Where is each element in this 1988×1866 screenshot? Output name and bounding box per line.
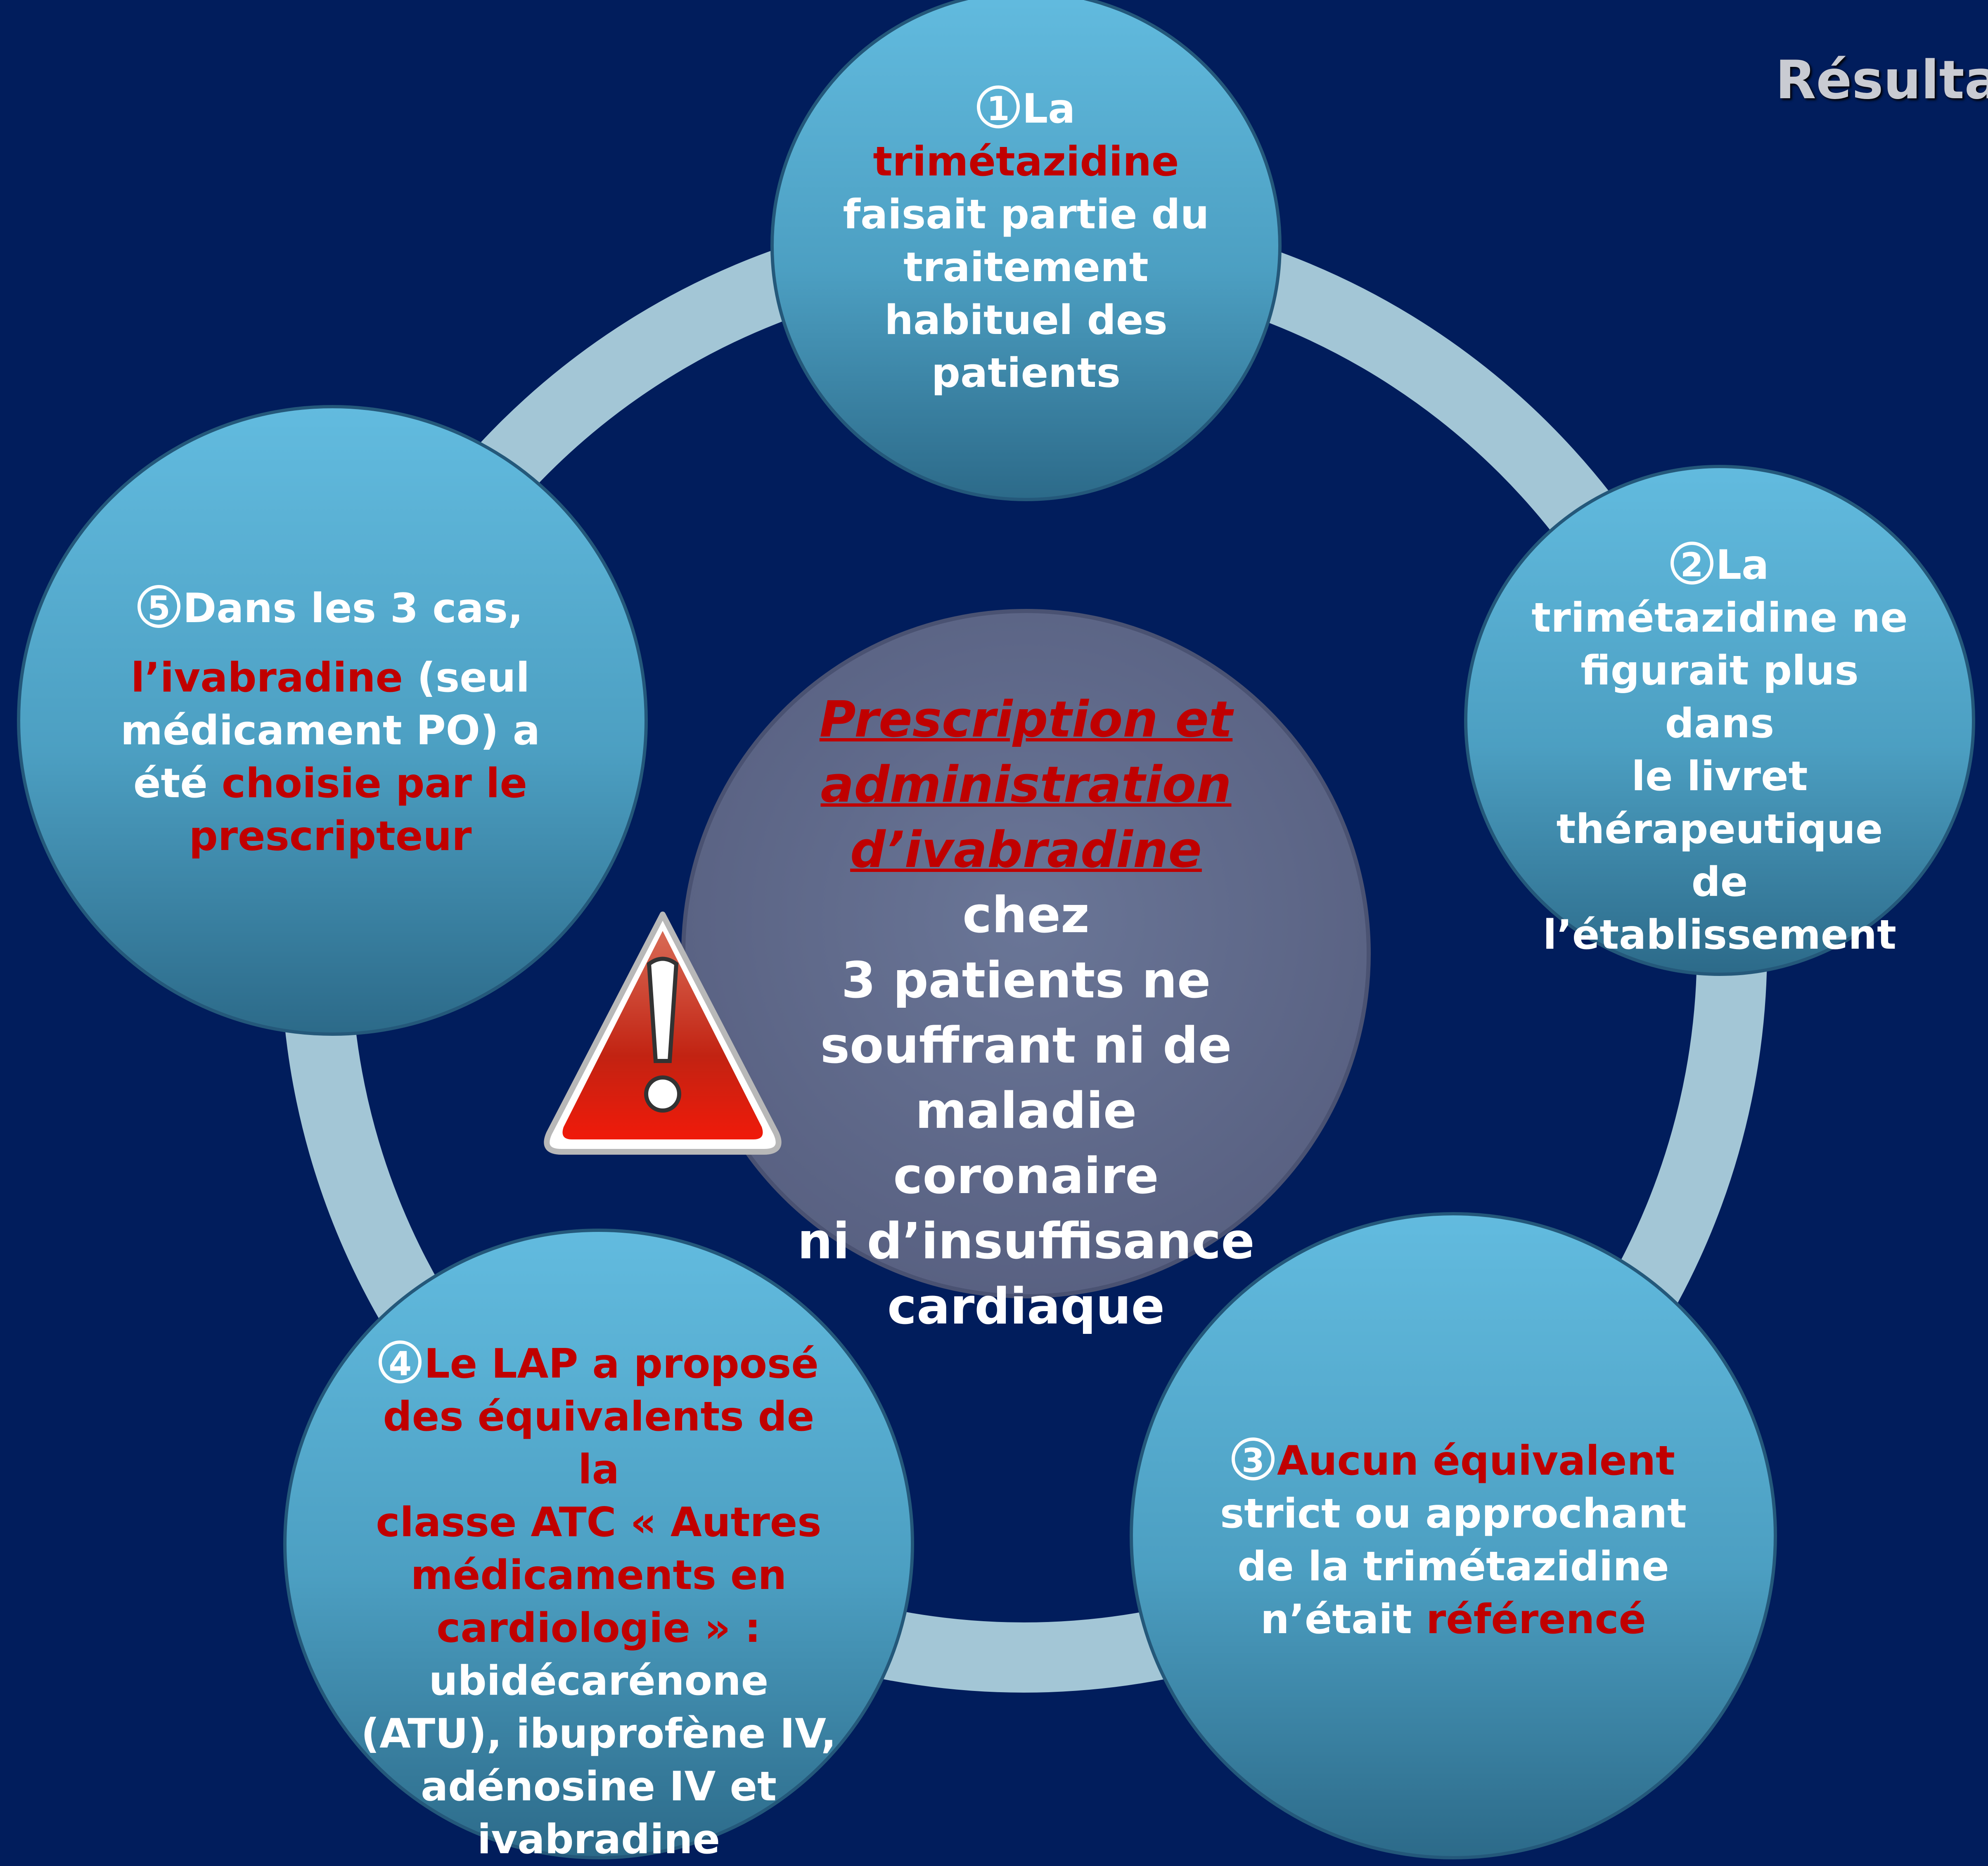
- node-4-line: ivabradine: [477, 1816, 720, 1863]
- step-number-badge: 3: [1231, 1437, 1275, 1480]
- node-1-line: habituel des: [884, 297, 1168, 344]
- node-5-line: médicament PO) a: [120, 707, 540, 754]
- center-line: souffrant ni de: [820, 1017, 1232, 1075]
- node-2-line: trimétazidine ne: [1531, 594, 1908, 642]
- center-line: cardiaque: [887, 1278, 1165, 1336]
- node-1-line: La: [1022, 85, 1076, 133]
- node-5-line: Dans les 3 cas,: [182, 585, 524, 632]
- node-4-red-line: classe ATC « Autres: [376, 1499, 822, 1546]
- step-number-badge: 1: [976, 85, 1020, 128]
- center-line: ni d’insuffisance: [797, 1213, 1255, 1270]
- node-2-circle: [1464, 465, 1975, 976]
- center-text: Prescription et administration d’ivabrad…: [780, 687, 1272, 1340]
- node-5-red-word: choisie par le: [221, 760, 527, 807]
- center-line: 3 patients ne: [841, 952, 1211, 1009]
- node-2-line: La: [1716, 542, 1769, 589]
- node-4-line: (ATU), ibuprofène IV,: [361, 1710, 836, 1757]
- node-5-red-word: l’ivabradine: [130, 654, 403, 701]
- node-4-red-line: des équivalents de la: [383, 1393, 815, 1493]
- node-3-red-line: Aucun équivalent: [1277, 1437, 1675, 1485]
- warning-triangle-icon: [544, 912, 782, 1155]
- node-1-circle: [770, 0, 1282, 501]
- node-2-line: de: [1691, 859, 1748, 906]
- node-3-line: de la trimétazidine: [1237, 1543, 1669, 1590]
- slide-title: Résulta: [1775, 50, 1988, 111]
- node-1-line: traitement: [903, 244, 1149, 291]
- node-2-line: thérapeutique: [1556, 806, 1883, 853]
- node-2-line: figurait plus dans: [1580, 647, 1859, 747]
- step-number-badge: 5: [137, 585, 180, 628]
- node-3-circle: [1130, 1212, 1777, 1859]
- node-1-line: faisait partie du: [843, 191, 1209, 238]
- node-2-line: le livret: [1631, 753, 1808, 800]
- step-number-badge: 2: [1670, 542, 1713, 585]
- node-5-line: (seul: [403, 654, 530, 701]
- center-highlight-line: administration: [820, 756, 1232, 814]
- step-number-badge: 4: [379, 1340, 422, 1383]
- center-highlight-line: Prescription et: [819, 691, 1233, 748]
- node-2-line: l’établissement: [1543, 912, 1896, 959]
- center-line: chez: [962, 887, 1090, 944]
- node-4-circle: [283, 1229, 914, 1859]
- node-1-red-line: trimétazidine: [873, 138, 1179, 185]
- node-3-red-word: référencé: [1426, 1596, 1647, 1643]
- center-line: maladie coronaire: [893, 1082, 1159, 1205]
- node-5-line: été: [133, 760, 222, 807]
- node-4-red-line: cardiologie » :: [436, 1605, 761, 1652]
- node-3-line: n’était: [1260, 1596, 1412, 1643]
- node-4-line: ubidécarénone: [429, 1658, 769, 1705]
- node-4-red-line: médicaments en: [410, 1552, 787, 1599]
- node-1-line: patients: [931, 350, 1121, 397]
- node-3-line: strict ou approchant: [1220, 1490, 1687, 1537]
- center-highlight-line: d’ivabradine: [850, 822, 1202, 879]
- node-4-line: adénosine IV et: [421, 1763, 777, 1810]
- node-4-red-line: Le LAP a proposé: [424, 1340, 819, 1388]
- node-5-red-line: prescripteur: [189, 813, 472, 860]
- node-5-circle: [17, 405, 648, 1036]
